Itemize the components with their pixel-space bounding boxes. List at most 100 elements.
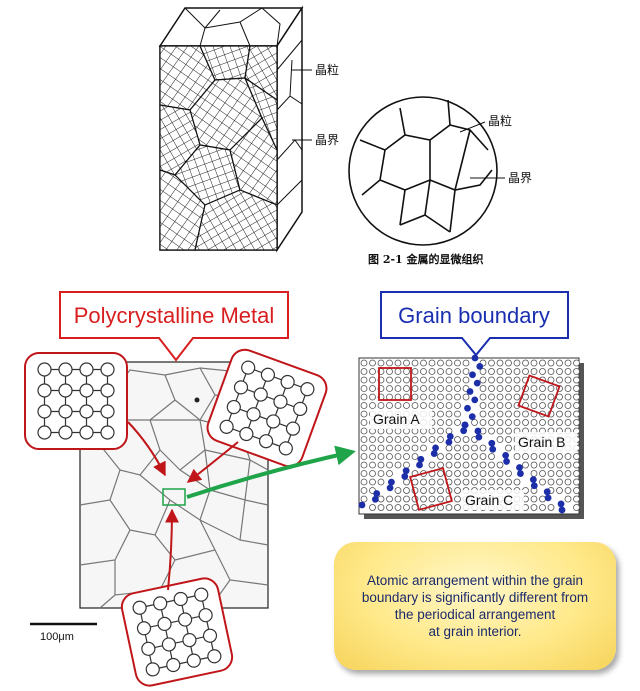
grain-atom [386,461,393,469]
grain-atom [488,368,495,375]
grain-atom [420,402,427,409]
grain-atom [556,359,563,367]
grain-boundary-callout [380,291,569,357]
grain-atom [496,461,504,469]
grain-atom [386,385,393,392]
grain-atom [496,385,504,392]
grain-atom [403,461,410,469]
grain-atom [394,376,402,384]
grain-atom [488,393,495,401]
grain-atom [573,385,580,392]
lattice-atom [161,637,177,652]
lattice-atom [58,383,73,398]
grain-atom [420,359,427,367]
grain-atom [564,393,572,401]
grain-atom [377,359,385,367]
grain-atom [454,444,461,452]
grain-atom [556,376,563,384]
grain-atom [437,410,444,418]
lattice-atom [273,394,288,409]
boundary-atom [371,495,379,503]
grain-atom [428,393,436,401]
boundary-atom [471,354,479,362]
grain-atom [369,359,376,367]
grain-atom [369,436,376,443]
grain-atom [394,444,402,452]
grain-atom [428,487,436,494]
boundary-atom [503,458,510,465]
grain-atom [411,393,419,401]
boundary-atom [446,433,454,440]
boundary-atom [557,500,565,508]
grain-atom [360,419,368,426]
label-grain-right: 晶粒 [488,113,512,128]
grain-atom [547,461,555,469]
grain-atom [428,461,436,469]
grain-c-box [409,467,453,511]
grain-atom [360,393,368,401]
grain-atom [445,385,453,392]
grain-atom [539,402,546,409]
grain-atom [394,368,402,375]
boundary-atom [460,427,468,435]
grain-atom [471,470,478,477]
grain-atom [420,444,427,452]
grain-atom [445,427,453,435]
lattice-atom [253,387,268,402]
grain-atom [479,376,487,384]
grain-atom [428,376,436,384]
grain-atom [445,470,453,477]
grain-atom [360,478,368,486]
grain-atom [403,436,410,443]
grain-atom [386,504,393,511]
grain-atom [445,402,453,409]
grain-atom [394,495,402,503]
grain-atom [505,444,512,452]
grain-atom [437,453,444,460]
lattice-atom [293,401,308,417]
grain-atom [454,402,461,409]
grain-atom [479,402,487,409]
grain-atom [505,427,512,435]
boundary-atom [488,439,496,447]
grain-atom [513,419,521,426]
grain-atom [411,368,419,375]
grain-atom [437,376,444,384]
grain-atom [369,368,376,375]
grain-atom [437,402,444,409]
lattice-atom [300,382,315,397]
grain-atom [530,368,538,375]
grain-atom [377,504,385,511]
boundary-atom [358,501,366,509]
grain-atom [462,359,470,367]
grain-atom [479,410,487,418]
grain-atom [403,495,410,503]
grain-atom [445,359,453,367]
grain-atom [488,402,495,409]
grain-atom [471,461,478,469]
grain-atom [573,419,580,426]
grain-atom [386,453,393,460]
lattice-box-top-left [24,352,128,450]
scale-bar-label: 100μm [40,631,74,643]
grain-b-label: Grain B [518,434,565,450]
grain-atom [462,393,470,401]
grain-atom [360,436,368,443]
grain-atom [479,470,487,477]
arrow-lattice-1 [127,421,166,477]
grain-atom [479,453,487,460]
grain-atom [420,487,427,494]
grain-atom [454,453,461,460]
grain-atom [488,427,495,435]
boundary-atom [474,427,482,435]
grain-atom [403,487,410,494]
grain-atom [386,436,393,443]
lattice-atom [136,621,152,636]
boundary-atom [558,506,566,514]
grain-atom [394,402,402,409]
grain-atom [539,478,546,486]
grain-atom [360,402,368,409]
grain-atom [437,393,444,401]
grain-atom [394,385,402,392]
